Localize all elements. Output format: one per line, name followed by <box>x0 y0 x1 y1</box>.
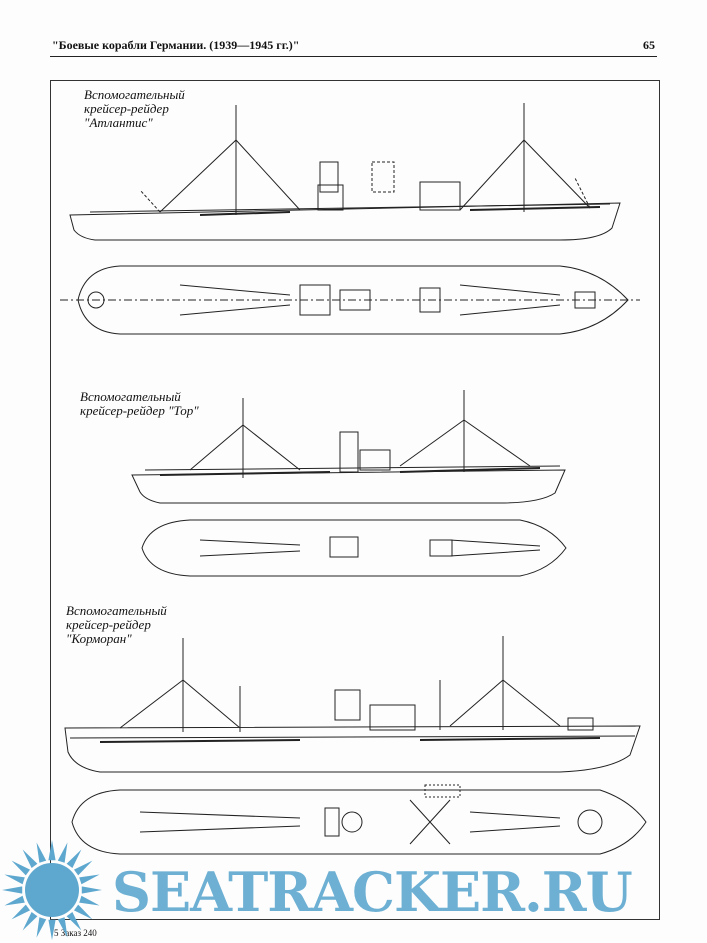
sun-ray <box>4 895 25 906</box>
kormoran-plan-drawing <box>71 784 647 855</box>
thor-plan-drawing <box>141 519 567 577</box>
sun-ray <box>79 874 100 885</box>
sun-ray <box>4 874 25 885</box>
sun-ray <box>66 911 82 931</box>
sun-ray <box>73 860 93 876</box>
sun-ray <box>36 917 47 938</box>
caption-line: крейсер-рейдер <box>84 101 169 116</box>
caption-line: Вспомогательный <box>66 603 167 618</box>
sun-ray <box>81 886 102 894</box>
caption-line: Вспомогательный <box>84 87 185 102</box>
thor-profile-drawing <box>131 390 566 504</box>
caption-kormoran: Вспомогательный крейсер-рейдер "Корморан… <box>66 604 167 646</box>
caption-line: крейсер-рейдер <box>66 617 151 632</box>
sun-ray <box>73 904 93 920</box>
sun-ray <box>48 840 56 861</box>
sun-ray <box>2 886 23 894</box>
sun-ray <box>36 842 47 863</box>
printer-signature: 5 Заказ 240 <box>54 928 97 938</box>
caption-thor: Вспомогательный крейсер-рейдер "Тор" <box>80 390 199 418</box>
sun-ray <box>22 849 38 869</box>
caption-atlantis: Вспомогательный крейсер-рейдер "Атлантис… <box>84 88 185 130</box>
sun-ray <box>11 860 31 876</box>
watermark-text: SEATRACKER.RU <box>112 860 633 924</box>
sun-ray <box>48 919 56 940</box>
sun-ray <box>11 904 31 920</box>
illustration-frame <box>50 80 660 920</box>
caption-line: "Атлантис" <box>84 115 153 130</box>
page-number: 65 <box>643 38 655 52</box>
caption-line: крейсер-рейдер "Тор" <box>80 403 199 418</box>
running-header: "Боевые корабли Германии. (1939—1945 гг.… <box>52 38 300 52</box>
header-rule <box>50 56 657 57</box>
kormoran-profile-drawing <box>64 636 641 773</box>
caption-line: Вспомогательный <box>80 389 181 404</box>
sun-ray <box>57 917 68 938</box>
sun-ray <box>79 895 100 906</box>
sun-ray <box>22 911 38 931</box>
sun-ray <box>66 849 82 869</box>
caption-line: "Корморан" <box>66 631 132 646</box>
sun-ray <box>57 842 68 863</box>
atlantis-plan-drawing <box>60 265 640 335</box>
atlantis-profile-drawing <box>69 103 621 241</box>
watermark-sun-logo <box>2 840 102 940</box>
